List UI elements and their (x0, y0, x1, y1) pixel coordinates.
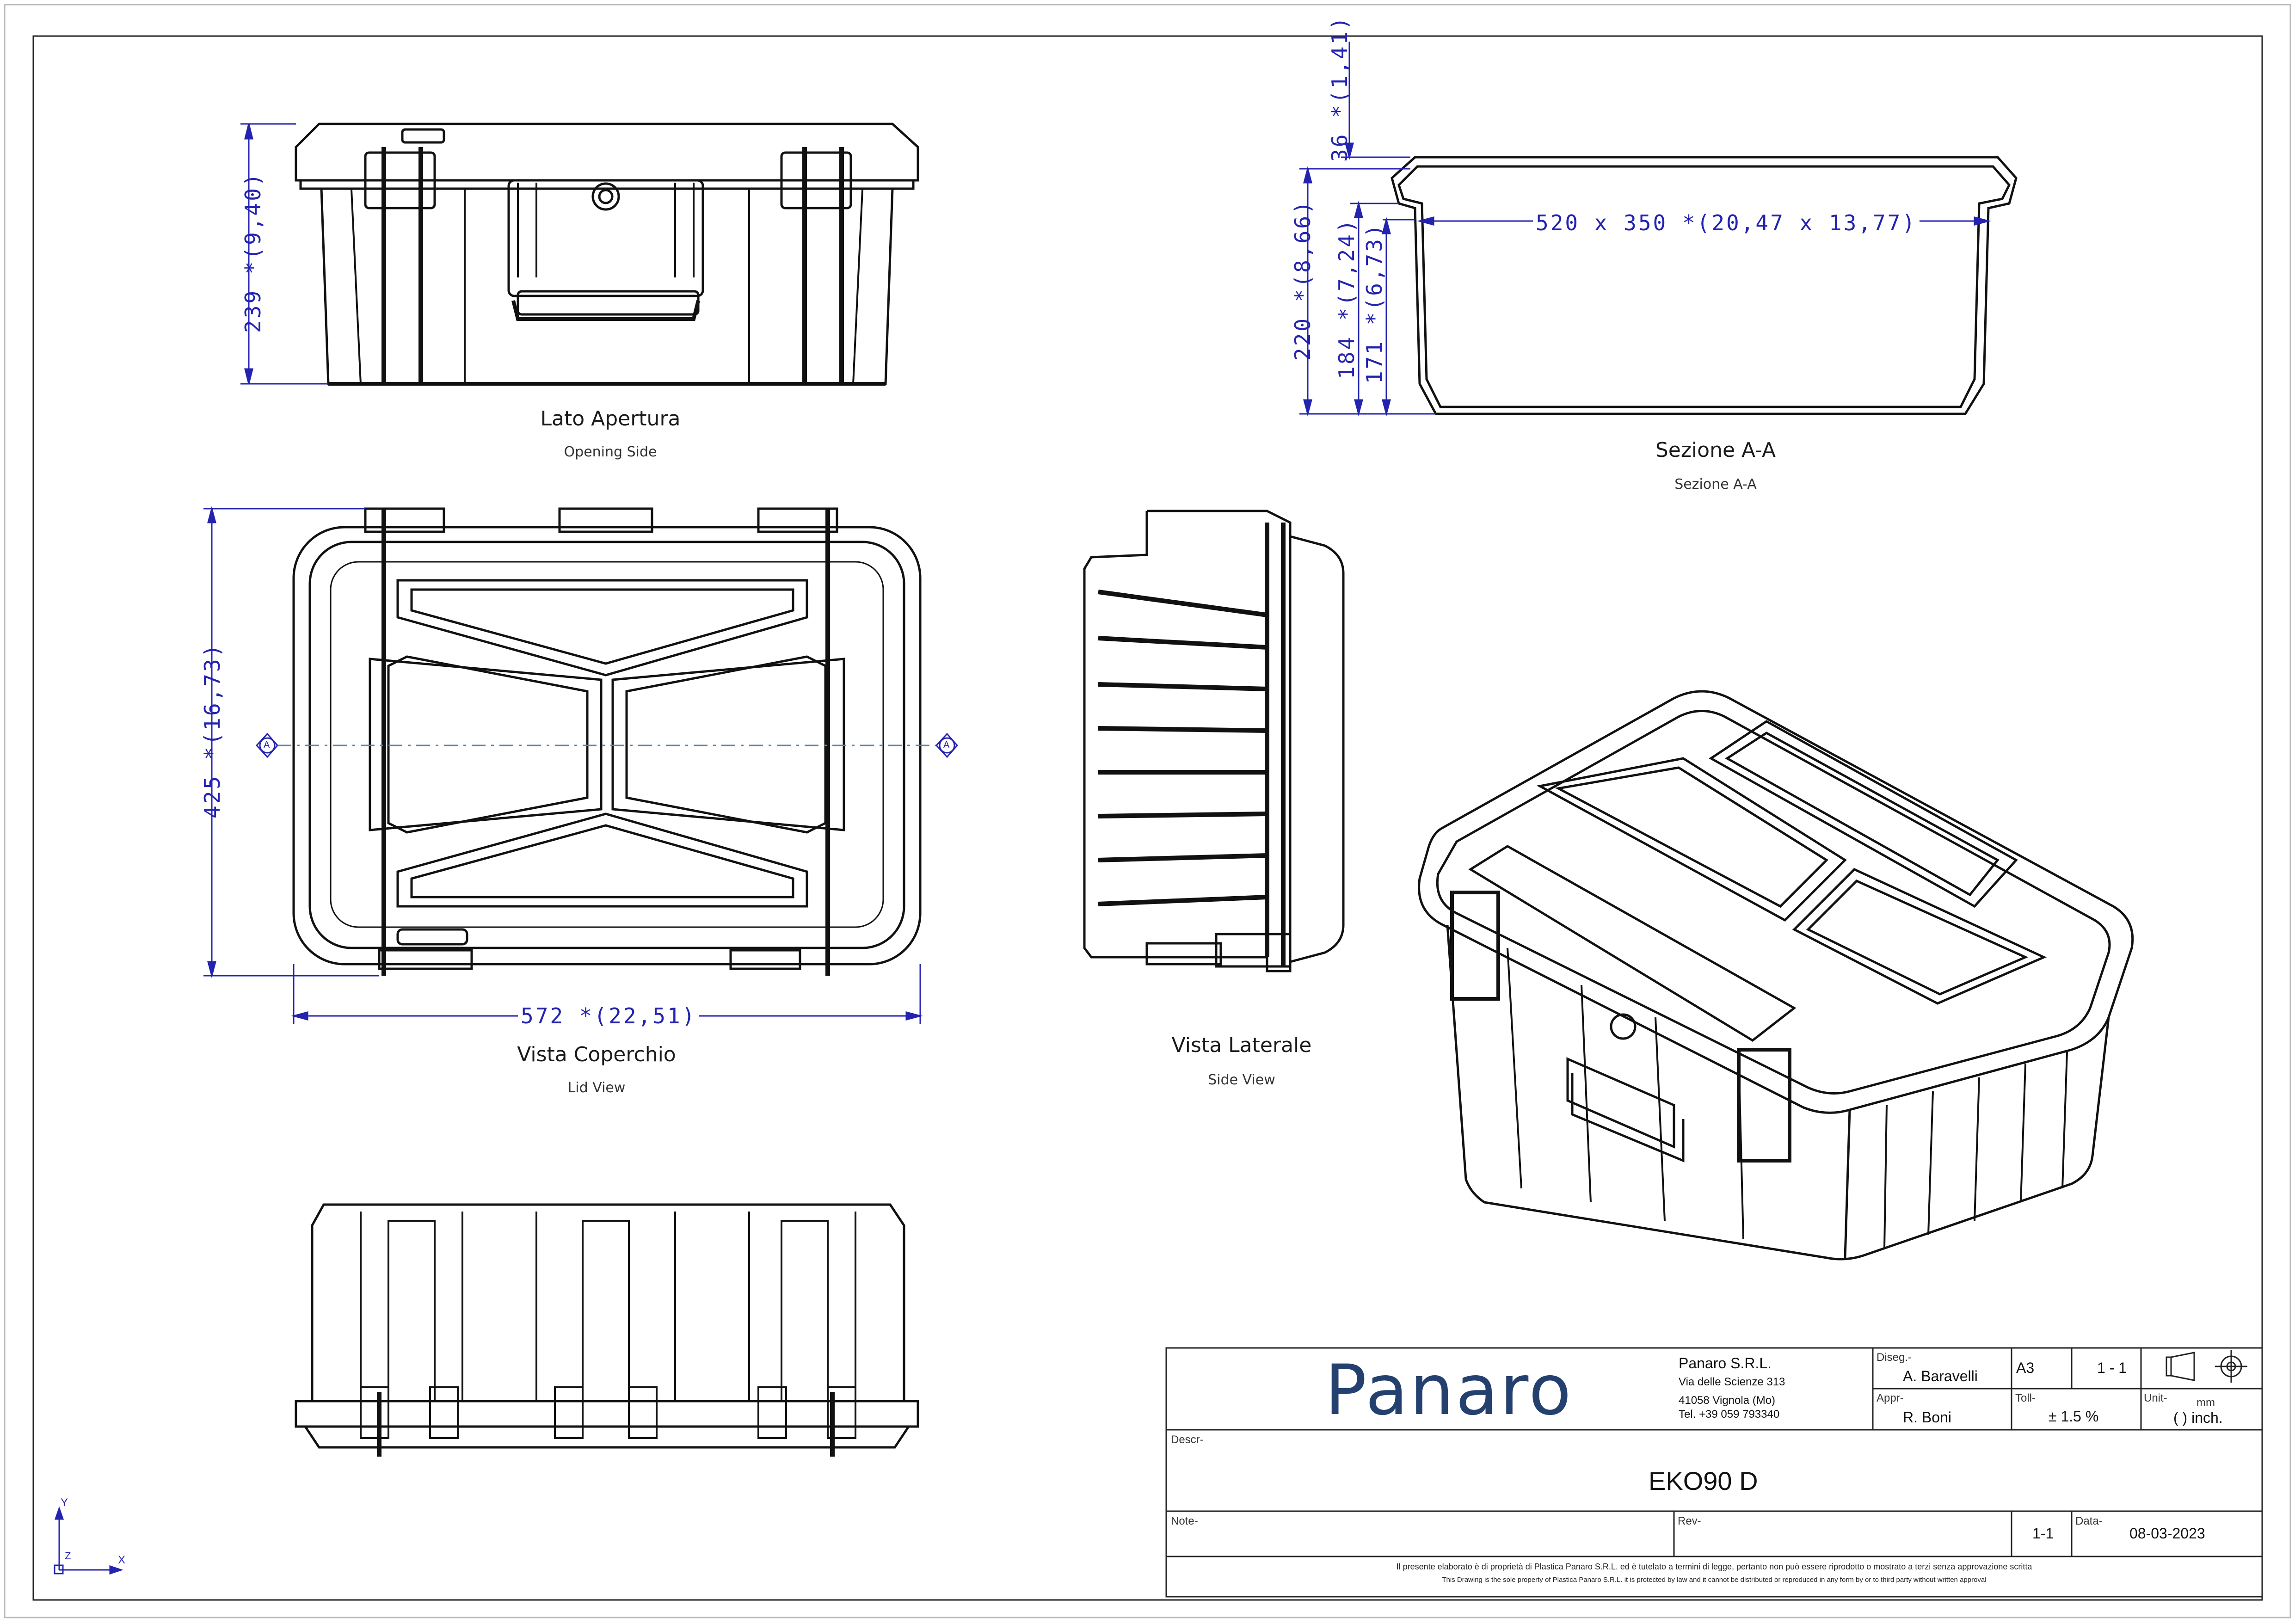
drawing-scale: 1 - 1 (2097, 1359, 2127, 1376)
dim-lid-thickness-text: 36 *(1,41) (1327, 15, 1352, 162)
appr-label: Appr- (1877, 1392, 1904, 1404)
part-name: EKO90 D (1649, 1466, 1758, 1495)
notice-english: This Drawing is the sole property of Pla… (1442, 1576, 1987, 1584)
section-view (1391, 156, 2018, 415)
company-name: Panaro S.R.L. (1679, 1355, 1772, 1372)
projection-symbol (2166, 1350, 2247, 1383)
drawn-label: Diseg.- (1877, 1351, 1912, 1364)
side-view (1083, 510, 1345, 972)
unit-inch: ( ) inch. (2173, 1409, 2223, 1426)
dim-lid-depth-text: 425 *(16,73) (200, 642, 225, 818)
company-phone: Tel. +39 059 793340 (1679, 1408, 1780, 1421)
section-view-title: Sezione A-A (1655, 438, 1776, 462)
axis-z-label: Z (65, 1550, 71, 1562)
unit-label: Unit- (2144, 1392, 2167, 1404)
side-view-title: Vista Laterale (1171, 1033, 1312, 1057)
tolerance-label: Toll- (2015, 1392, 2036, 1404)
section-markers (255, 732, 958, 758)
axes-triad (54, 1506, 123, 1575)
tolerance-value: ± 1.5 % (2049, 1408, 2099, 1425)
dim-front-height (240, 123, 328, 385)
sheet-format: A3 (2016, 1359, 2035, 1376)
date-label: Data- (2075, 1515, 2103, 1527)
rev-label: Rev- (1678, 1515, 1701, 1527)
appr-by: R. Boni (1903, 1409, 1951, 1426)
rev-value: 1-1 (2032, 1525, 2054, 1542)
company-logo: Panaro (1325, 1350, 1573, 1431)
axis-x-label: X (118, 1554, 126, 1566)
title-block-frame (1165, 1347, 2263, 1598)
side-view-subtitle: Side View (1208, 1072, 1275, 1088)
dim-section-mid-text: 184 *(7,24) (1334, 218, 1359, 379)
descr-label: Descr- (1171, 1433, 1204, 1446)
section-view-subtitle: Sezione A-A (1674, 476, 1757, 492)
outer-border (4, 4, 2291, 1618)
front-view (295, 123, 919, 386)
note-label: Note- (1171, 1515, 1198, 1527)
front-view-title: Lato Apertura (540, 407, 681, 431)
axis-y-label: Y (61, 1496, 68, 1509)
bottom-view (295, 1203, 919, 1457)
lid-view-subtitle: Lid View (567, 1080, 626, 1096)
date-value: 08-03-2023 (2129, 1525, 2205, 1542)
unit-mm: mm (2197, 1396, 2215, 1409)
section-marker-left: A (264, 740, 270, 750)
lid-view-title: Vista Coperchio (517, 1043, 676, 1066)
dim-lid-width-text: 572 *(22,51) (518, 1003, 700, 1028)
drawn-by: A. Baravelli (1903, 1368, 1978, 1384)
inner-border (32, 35, 2263, 1601)
dim-section-total-text: 220 *(8,66) (1290, 199, 1315, 361)
company-address-1: Via delle Scienze 313 (1679, 1376, 1785, 1388)
notice-italian: Il presente elaborato è di proprietà di … (1396, 1562, 2032, 1571)
company-address-2: 41058 Vignola (Mo) (1679, 1394, 1776, 1407)
lid-view (292, 507, 922, 976)
front-view-subtitle: Opening Side (564, 444, 657, 460)
dim-section-inner-text: 171 *(6,73) (1362, 222, 1387, 384)
dim-inner-size-text: 520 x 350 *(20,47 x 13,77) (1533, 210, 1920, 235)
isometric-view (1418, 690, 2134, 1261)
section-marker-right: A (943, 740, 950, 750)
dim-front-height-text: 239 *(9,40) (240, 172, 265, 333)
